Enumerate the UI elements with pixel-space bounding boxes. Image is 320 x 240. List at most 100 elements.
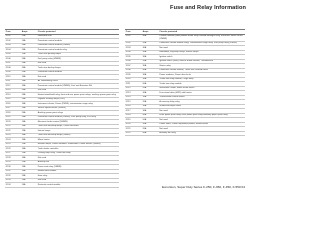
description-cell: Trailer tow parking lamps <box>37 53 61 55</box>
fuse-cell: F109 <box>5 71 11 73</box>
amps-cell: 40A <box>142 69 147 71</box>
description-cell: Powertrain control module (VMMS) <box>37 44 71 46</box>
fuse-cell: F131 <box>5 170 11 172</box>
fuse-cell: F107 <box>5 62 11 64</box>
fuse-cell: F123 <box>5 134 11 136</box>
fuse-cell: F215 <box>125 100 131 103</box>
table-row: F105 15A Trailer tow parking lamps <box>5 53 119 57</box>
amps-cell: 40A <box>142 132 147 134</box>
amps-cell: 25A <box>21 35 26 37</box>
amps-cell: 50A <box>142 60 147 62</box>
description-cell: Not used <box>159 118 168 121</box>
fuse-cell: F214 <box>125 96 131 98</box>
amps-cell: 20A <box>21 174 26 177</box>
table-row: F109 25A Powertrain control module <box>5 71 119 75</box>
fuse-cell: F222 <box>125 132 131 134</box>
description-cell: Power seats, Power adjustable pedals, He… <box>159 123 209 125</box>
footer-caption: Excursion, Super Duty Series F-250, F-35… <box>161 185 245 189</box>
description-cell: Power windows, Power door locks <box>159 73 191 76</box>
fuse-cell: F116 <box>5 102 11 105</box>
table-row: F206 50A Ignition switch (start), Electric… <box>125 60 245 64</box>
fuse-cell: F119 <box>5 116 11 118</box>
amps-cell: 40A <box>142 46 147 49</box>
fuse-cell: F129 <box>5 161 11 163</box>
description-cell: Powertrain control module <box>37 71 62 73</box>
description-cell: Instrument cluster, Brake on/off switch <box>159 87 195 89</box>
description-cell: Ignition switch (start), Electric brake … <box>159 60 213 62</box>
description-cell: Starter relay <box>159 64 171 67</box>
description-cell: Instrument cluster, Power (PMSS), transm… <box>37 102 93 105</box>
fuse-cell: F128 <box>5 156 11 159</box>
amps-cell: 20A <box>21 84 26 87</box>
description-cell: Auxiliary fan <box>37 161 50 163</box>
fuse-cell: F203 <box>125 46 131 49</box>
fuse-cell: F208 <box>125 69 131 71</box>
description-cell: Air conditioning clutch <box>37 80 58 82</box>
description-cell: Vehicle speed sensor (VMMS) <box>37 107 66 109</box>
amps-cell: 30A <box>142 78 147 80</box>
amps-cell: 20A <box>142 87 147 89</box>
fuse-cell: F206 <box>125 60 131 62</box>
amps-cell: 10A <box>21 138 26 141</box>
fuse-cell: F117 <box>5 107 11 109</box>
fuse-cell: F125 <box>5 143 11 145</box>
fuse-cell: F122 <box>5 129 11 132</box>
description-cell: Horn relay <box>37 174 48 177</box>
fuse-cell: F210 <box>125 78 131 80</box>
description-cell: Fuel pump relay (VMMS) <box>37 57 61 60</box>
fuse-cell: F202 <box>125 42 131 44</box>
amps-cell: 50A <box>142 42 147 44</box>
amps-cell: 10A <box>21 156 26 159</box>
description-cell: Trailer brake controller <box>37 147 59 150</box>
amps-cell: 20A <box>142 100 147 103</box>
amps-cell: 25A <box>21 71 26 73</box>
fuse-cell: F111 <box>5 80 11 82</box>
amps-cell: 10A <box>21 134 26 136</box>
description-cell: Parking lamp relay, Trailer tow relay <box>37 152 71 154</box>
description-cell: Powertrain control module <box>37 39 62 42</box>
header-description: Circuits protected <box>37 30 56 33</box>
description-cell: Daytime running lamps (DRL) <box>37 98 66 100</box>
fuse-cell: F204 <box>125 51 131 53</box>
description-cell: Positive module (Hard) Blower motor rela… <box>159 35 243 40</box>
fuse-cell: F105 <box>5 53 11 55</box>
description-cell: Trailer tow backup lamps <box>37 66 61 69</box>
description-cell: Not used <box>159 109 168 112</box>
amps-cell: 15A <box>21 53 26 55</box>
amps-cell: 20A <box>21 111 26 114</box>
description-cell: Heated windshield relay, front and rear … <box>37 93 116 96</box>
description-cell: Trailer tow relay module <box>159 82 182 85</box>
description-cell: Windshield wiper motor <box>159 105 181 107</box>
amps-cell: 40A <box>142 114 147 116</box>
fuse-cell: F104 <box>5 48 11 51</box>
